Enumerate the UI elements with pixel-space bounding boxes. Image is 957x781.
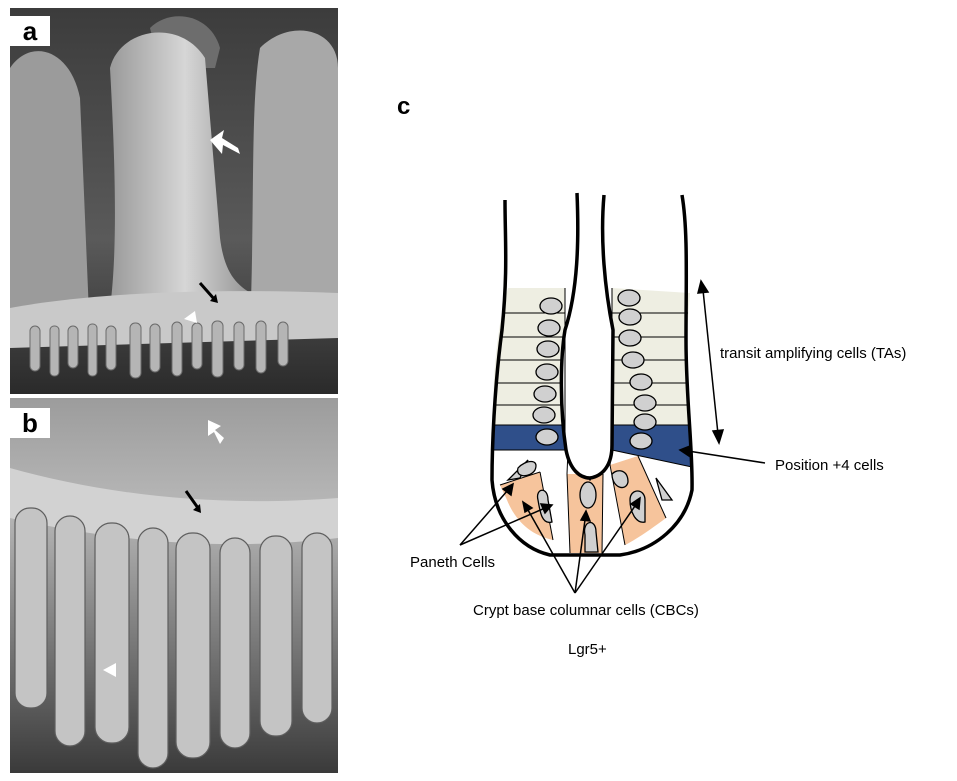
micrograph-panel-b: b	[10, 398, 338, 773]
panel-label-b: b	[10, 408, 50, 438]
ta-range-arrow	[698, 281, 723, 443]
label-cbc: Crypt base columnar cells (CBCs)	[473, 602, 699, 619]
label-position4: Position +4 cells	[775, 457, 884, 474]
micrograph-b-image	[10, 398, 338, 773]
panel-label-c: c	[397, 93, 410, 121]
micrograph-panel-a: a	[10, 8, 338, 394]
label-paneth: Paneth Cells	[410, 554, 495, 571]
label-lgr5: Lgr5+	[568, 641, 607, 658]
micrograph-a-image	[10, 8, 338, 394]
crypt-diagram: transit amplifying cells (TAs) Position …	[380, 180, 950, 660]
panel-label-a: a	[10, 16, 50, 46]
crypt-lumen-outline	[561, 193, 613, 478]
label-transit-amplifying: transit amplifying cells (TAs)	[720, 345, 906, 362]
